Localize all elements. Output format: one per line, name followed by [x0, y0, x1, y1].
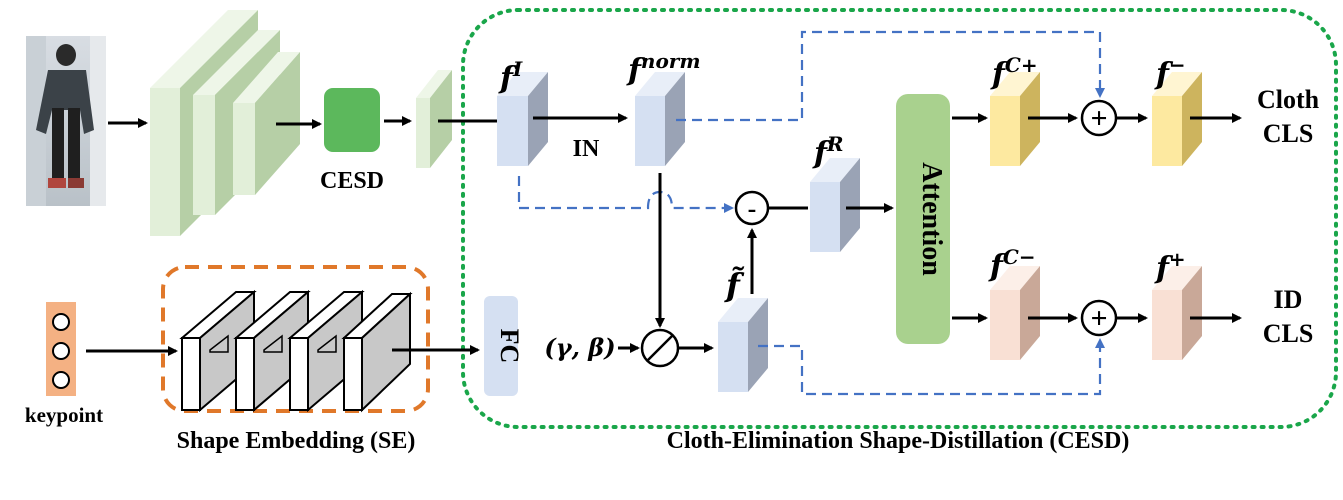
cesd-block-label: CESD — [320, 168, 384, 194]
label-fnorm: fnorm — [626, 49, 701, 88]
id-cls-label-2: CLS — [1263, 319, 1314, 348]
feature-fCminus — [990, 266, 1040, 360]
attention-block — [896, 94, 950, 344]
subtract-operator: - — [734, 190, 770, 226]
pedestrian-photo — [26, 36, 106, 206]
feature-fI — [497, 72, 548, 166]
se-region — [161, 265, 430, 413]
fc-block — [484, 296, 518, 396]
add-operator-bottom: + — [1080, 299, 1118, 337]
feature-fplus — [1152, 266, 1202, 360]
svg-text:+: + — [1090, 302, 1107, 335]
se-caption: Shape Embedding (SE) — [177, 428, 416, 454]
se-conv-blocks — [179, 289, 413, 413]
backbone-output-feature — [416, 70, 452, 168]
divide-operator — [640, 328, 680, 368]
in-label: IN — [573, 136, 600, 162]
svg-text:+: + — [1090, 102, 1107, 135]
cloth-cls-label-1: Cloth — [1257, 85, 1320, 114]
fc-label: FC — [495, 329, 524, 364]
cesd-caption: Cloth-Elimination Shape-Distillation (CE… — [667, 428, 1130, 454]
feature-fCplus — [990, 72, 1040, 166]
cloth-cls-label-2: CLS — [1263, 119, 1314, 148]
id-cls-label-1: ID — [1274, 285, 1303, 314]
attention-label: Attention — [916, 162, 947, 276]
dashed-fI-to-subtract — [517, 176, 734, 213]
feature-fR — [810, 158, 860, 252]
gamma-beta-label: (γ, β) — [544, 333, 615, 362]
dashed-ftilde-to-add-bottom — [758, 338, 1105, 396]
dashed-fnorm-to-add-top — [676, 30, 1105, 122]
svg-text:-: - — [748, 194, 757, 223]
feature-ftilde — [718, 298, 768, 392]
keypoint-label: keypoint — [25, 403, 103, 427]
keypoint-icon — [46, 302, 76, 396]
backbone-blocks — [150, 10, 300, 236]
cesd-region — [461, 8, 1338, 429]
feature-fnorm — [635, 72, 685, 166]
cesd-block — [324, 88, 380, 152]
add-operator-top: + — [1080, 99, 1118, 137]
